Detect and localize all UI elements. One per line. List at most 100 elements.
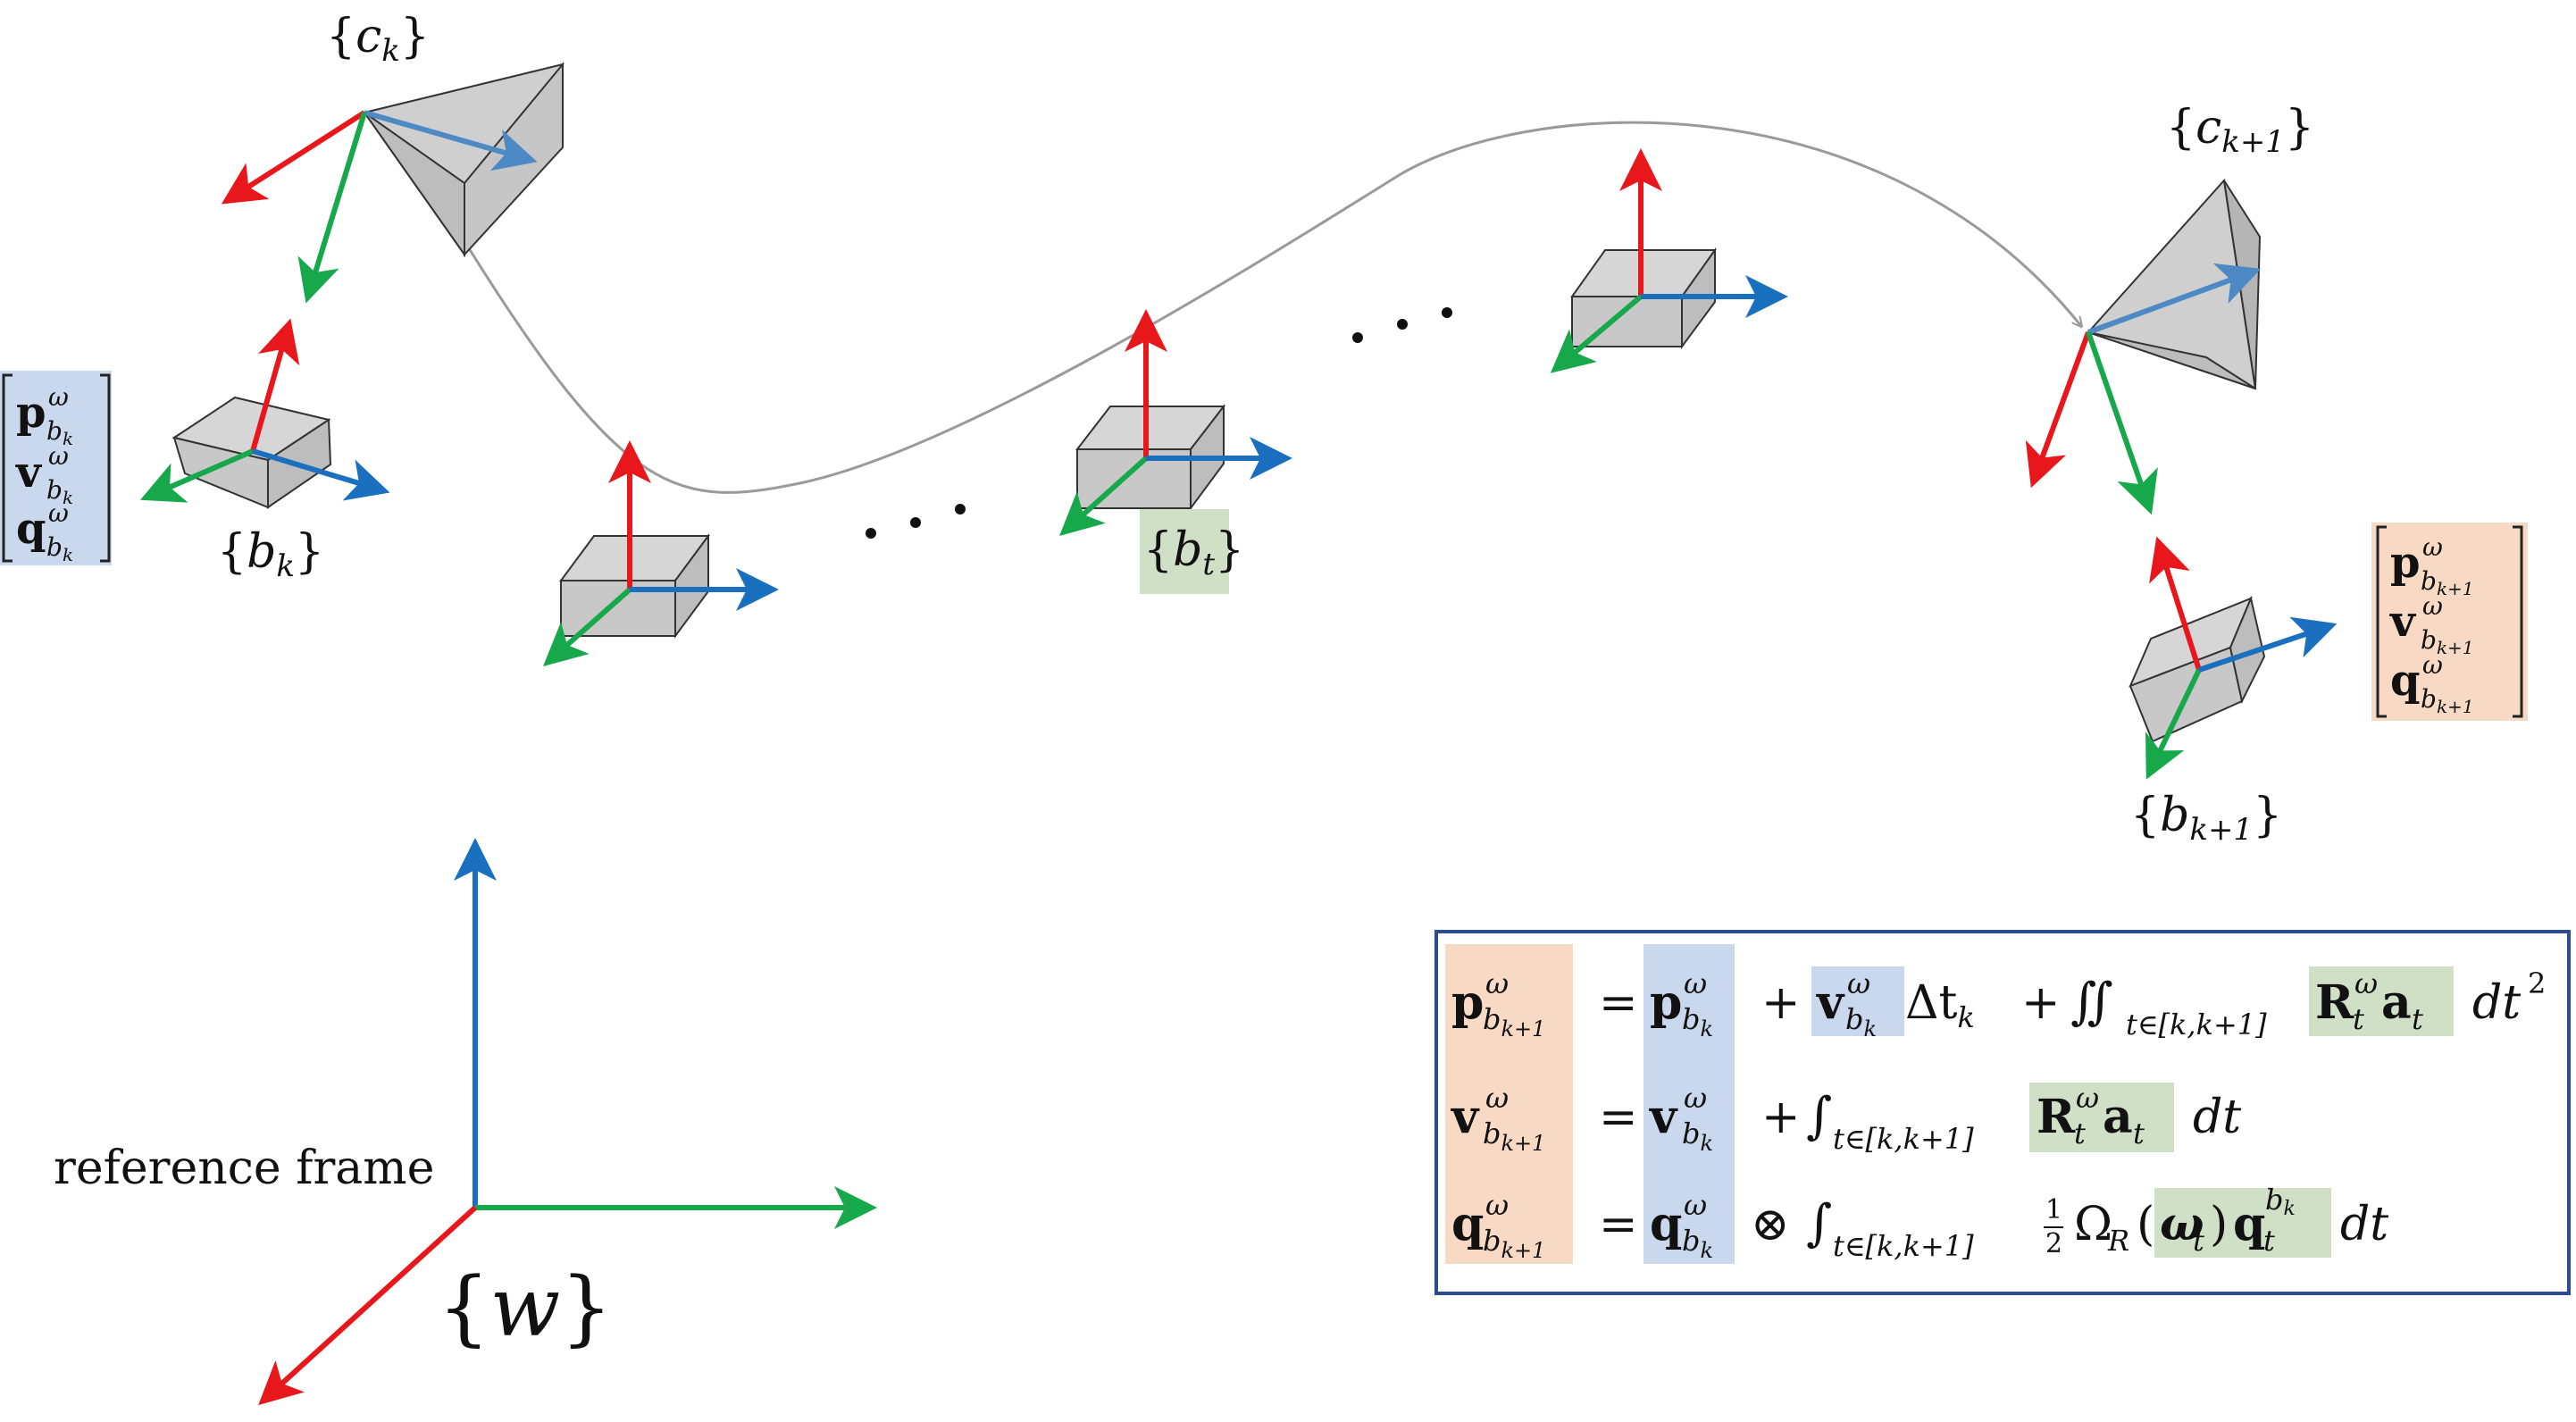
ellipsis-dots	[866, 307, 1452, 539]
svg-text:bk: bk	[1845, 1002, 1877, 1041]
svg-text:bk: bk	[46, 475, 73, 508]
equation-box: p ω bk+1 = p ω bk + v ω bk Δtk + ∬ t∈[k,…	[1434, 930, 2571, 1295]
svg-text:t: t	[2263, 1224, 2275, 1258]
svg-text:q: q	[2390, 656, 2421, 706]
imu-frame-bk	[139, 318, 390, 509]
svg-text:p: p	[1650, 975, 1682, 1030]
reference-frame-label: reference frame	[54, 1142, 434, 1195]
svg-text:q: q	[16, 504, 46, 554]
svg-text:(: (	[2137, 1198, 2154, 1251]
svg-text:∫: ∫	[1806, 1194, 1832, 1252]
svg-text:bk+1: bk+1	[1483, 1002, 1545, 1041]
svg-text:): )	[2210, 1198, 2228, 1251]
svg-text:ω: ω	[1684, 1081, 1707, 1115]
camera-ck1	[2025, 178, 2262, 515]
svg-text:t: t	[2353, 1002, 2364, 1036]
svg-text:bk+1: bk+1	[2421, 566, 2474, 599]
svg-text:p: p	[2390, 538, 2421, 588]
svg-text:ω: ω	[1485, 966, 1509, 1000]
svg-text:ω: ω	[2160, 1197, 2204, 1251]
svg-text:=: =	[1599, 1198, 1638, 1251]
svg-text:ω: ω	[48, 382, 69, 412]
svg-text:t∈[k,k+1]: t∈[k,k+1]	[1833, 1229, 1974, 1263]
state-vector-bk1: p ω bk+1 v ω bk+1 q ω bk+1	[2371, 523, 2528, 721]
svg-text:t: t	[2074, 1117, 2086, 1150]
svg-text:∫: ∫	[1806, 1087, 1832, 1145]
svg-text:a: a	[2381, 975, 2412, 1030]
camera-ck-label: {ck}	[326, 10, 430, 69]
svg-text:⊗: ⊗	[1751, 1198, 1790, 1251]
svg-text:t: t	[2193, 1224, 2204, 1258]
camera-ck	[221, 62, 565, 304]
svg-text:R: R	[2037, 1090, 2076, 1144]
svg-text:ω: ω	[2422, 591, 2443, 621]
svg-text:bk+1: bk+1	[2421, 625, 2474, 658]
svg-text:v: v	[1451, 1090, 1480, 1144]
svg-text:ω: ω	[1485, 1081, 1509, 1115]
svg-text:bk: bk	[1682, 1002, 1713, 1041]
svg-text:bk: bk	[46, 532, 73, 565]
imu-frame-mid1	[543, 440, 779, 666]
svg-text:v: v	[2389, 597, 2417, 647]
svg-text:Δtk: Δtk	[1905, 976, 1975, 1034]
svg-text:ω: ω	[48, 498, 69, 528]
state-vector-bk: p ω bk v ω bk q ω bk	[0, 371, 112, 565]
svg-text:bk+1: bk+1	[1483, 1224, 1545, 1263]
imu-bt-label: {bt}	[1143, 523, 1244, 582]
svg-text:dt: dt	[2340, 1198, 2388, 1251]
world-frame-label: {w}	[438, 1259, 613, 1355]
svg-text:bk: bk	[1682, 1117, 1713, 1156]
svg-text:bk+1: bk+1	[2421, 684, 2474, 717]
world-frame	[258, 838, 877, 1406]
svg-text:bk+1: bk+1	[1483, 1117, 1545, 1156]
svg-text:ω: ω	[2422, 650, 2443, 680]
svg-text:ω: ω	[1485, 1188, 1509, 1222]
svg-text:bk: bk	[2265, 1183, 2296, 1220]
svg-text:ω: ω	[48, 441, 69, 471]
svg-text:ω: ω	[1684, 966, 1707, 1000]
trajectory-curve	[463, 121, 2081, 494]
svg-text:1: 1	[2045, 1194, 2062, 1225]
svg-text:bk: bk	[46, 416, 73, 449]
svg-text:+: +	[2021, 976, 2061, 1030]
equation-velocity: v ω bk+1 = v ω bk + ∫ t∈[k,k+1] R ω t a …	[1451, 1081, 2241, 1156]
svg-text:+: +	[1761, 976, 1801, 1030]
svg-text:dt: dt	[2472, 976, 2521, 1030]
svg-text:q: q	[1451, 1197, 1484, 1251]
svg-text:t∈[k,k+1]: t∈[k,k+1]	[2126, 1008, 2267, 1041]
svg-text:+: +	[1761, 1091, 1801, 1144]
svg-text:bk: bk	[1682, 1224, 1713, 1263]
svg-text:ω: ω	[1684, 1188, 1707, 1222]
svg-text:Ω: Ω	[2074, 1198, 2112, 1251]
svg-text:=: =	[1599, 976, 1638, 1030]
imu-frame-bk1	[2129, 536, 2338, 780]
imu-bk-label: {bk}	[217, 525, 324, 584]
svg-text:2: 2	[2045, 1228, 2062, 1259]
svg-text:q: q	[1650, 1197, 1682, 1251]
svg-text:p: p	[16, 388, 46, 438]
svg-text:v: v	[15, 448, 43, 498]
svg-text:R: R	[2107, 1224, 2129, 1258]
svg-text:p: p	[1451, 975, 1484, 1030]
imu-frame-bt	[1059, 309, 1292, 537]
imu-frame-mid2	[1550, 148, 1788, 373]
svg-text:R: R	[2315, 975, 2354, 1030]
svg-text:t: t	[2412, 1002, 2423, 1036]
svg-text:v: v	[1816, 975, 1845, 1030]
svg-text:dt: dt	[2193, 1091, 2241, 1144]
bt-highlight	[1140, 509, 1229, 594]
equation-orientation: q ω bk+1 = q ω bk ⊗ ∫ t∈[k,k+1] 1 2 Ω R …	[1451, 1183, 2388, 1263]
svg-text:ω: ω	[2422, 532, 2443, 562]
camera-ck1-label: {ck+1}	[2166, 101, 2314, 160]
equation-position: p ω bk+1 = p ω bk + v ω bk Δtk + ∬ t∈[k,…	[1451, 966, 2546, 1041]
svg-text:ω: ω	[2076, 1081, 2099, 1115]
svg-text:v: v	[1649, 1090, 1678, 1144]
svg-text:ω: ω	[2354, 966, 2378, 1000]
imu-bk1-label: {bk+1}	[2130, 789, 2282, 848]
svg-text:a: a	[2103, 1090, 2133, 1144]
svg-text:t∈[k,k+1]: t∈[k,k+1]	[1833, 1122, 1974, 1156]
svg-text:t: t	[2133, 1117, 2145, 1150]
svg-text:=: =	[1599, 1091, 1638, 1144]
svg-text:2: 2	[2528, 966, 2546, 1000]
